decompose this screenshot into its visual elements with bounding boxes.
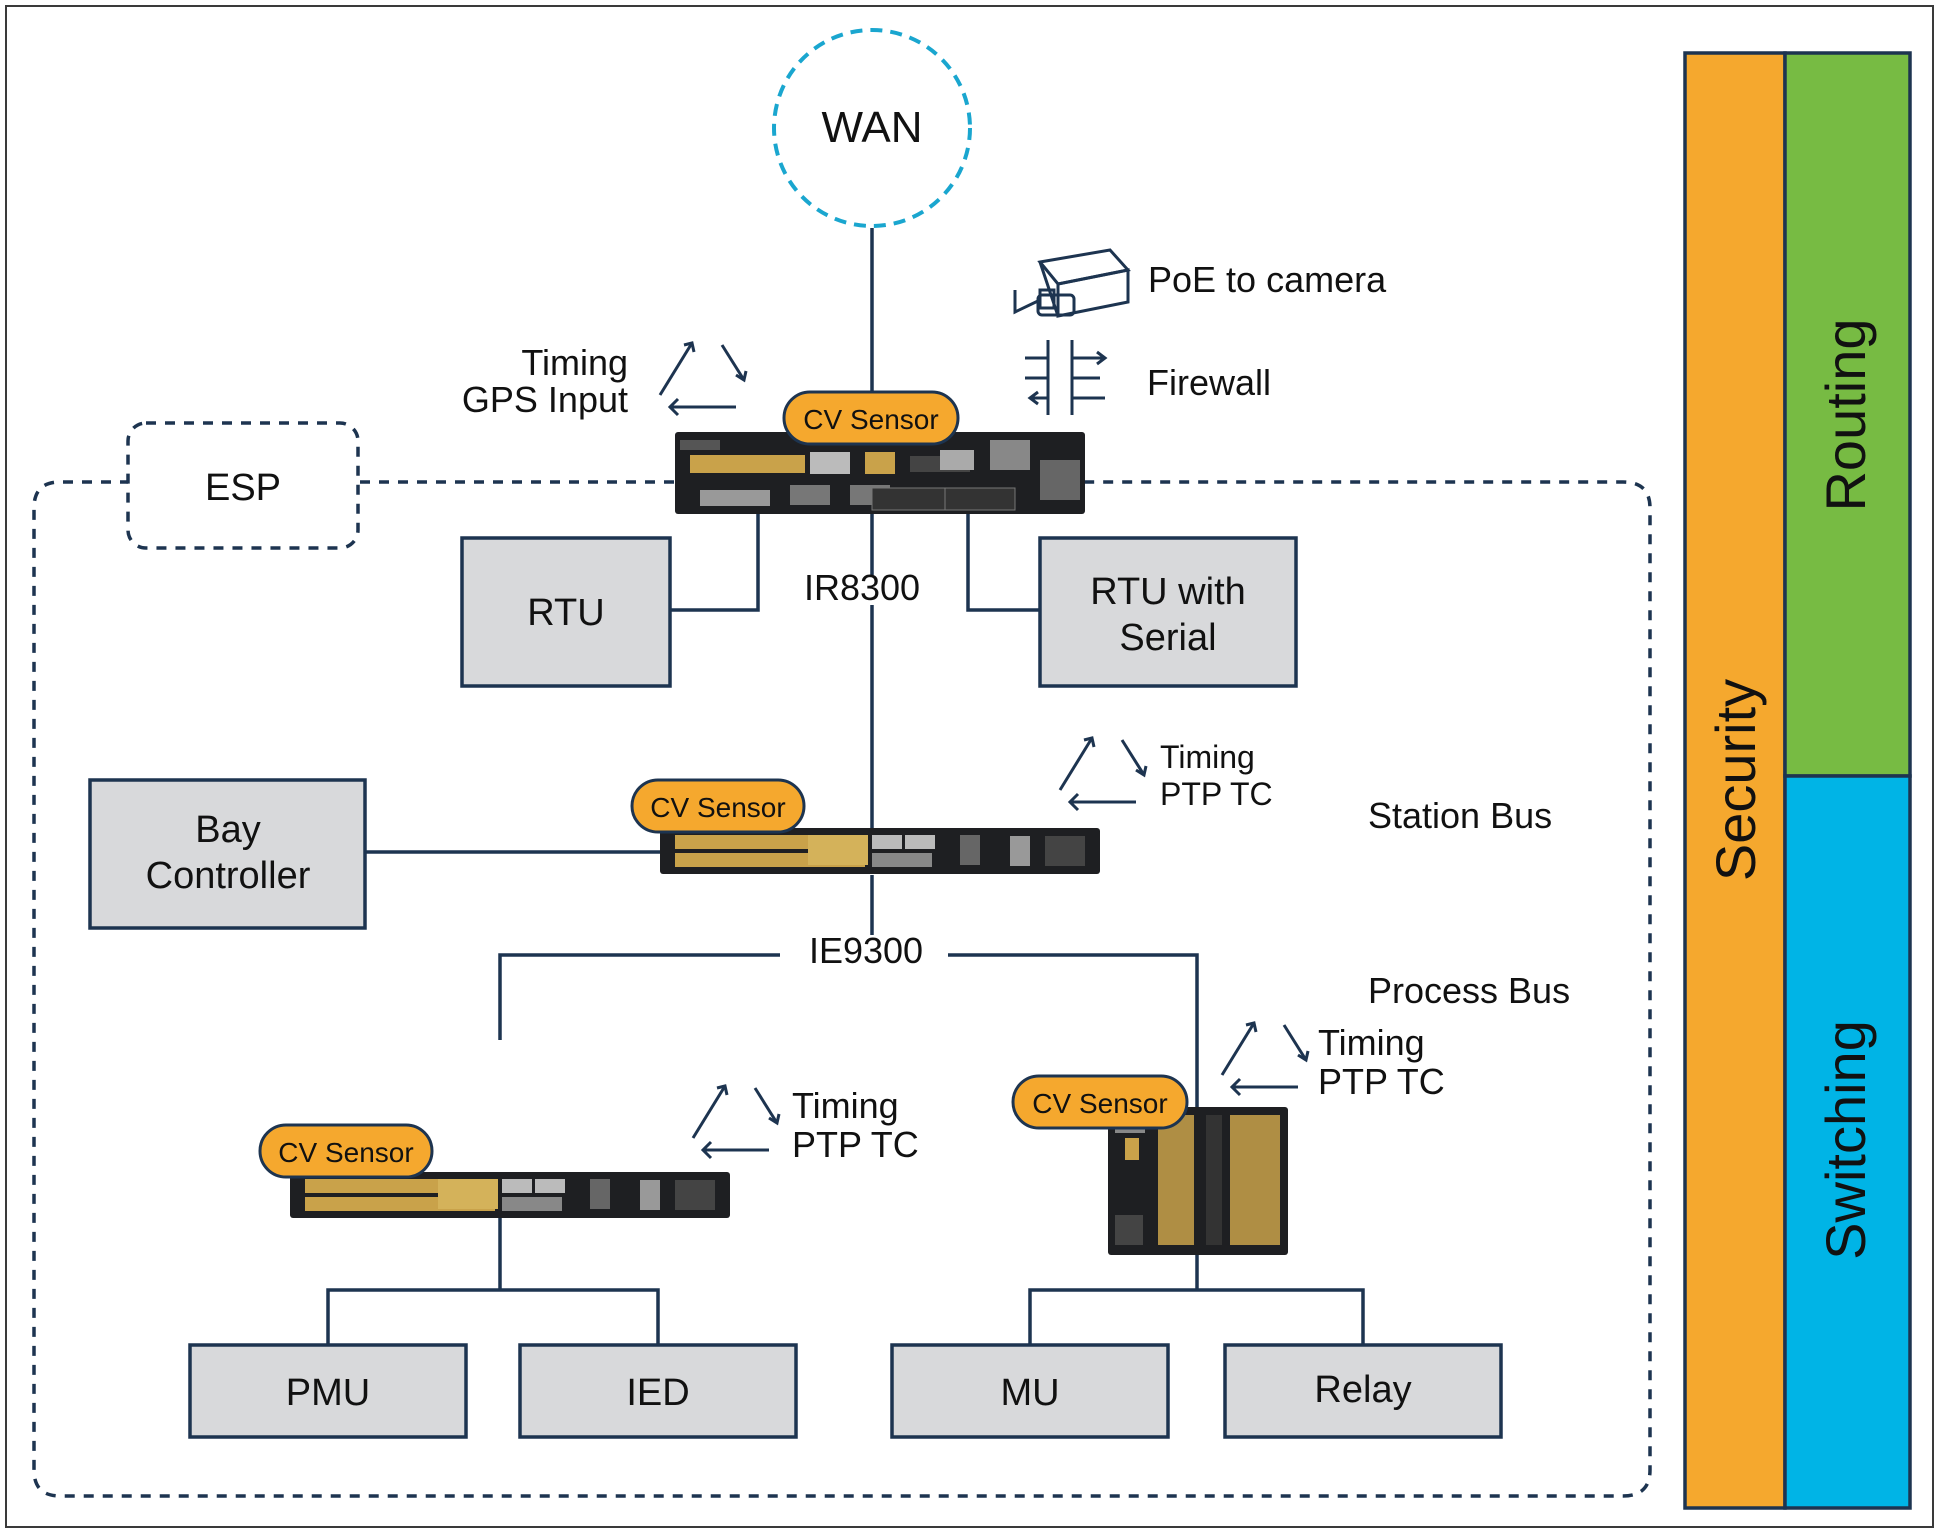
ir8300-label: IR8300 (804, 567, 920, 608)
ied-label: IED (626, 1372, 689, 1414)
switching-label: Switching (1814, 1020, 1877, 1260)
relay-box (1223, 1343, 1503, 1439)
timing-gps-line1: Timing (521, 342, 628, 383)
station-bus-label: Station Bus (1368, 795, 1552, 836)
relay-label: Relay (1314, 1369, 1411, 1411)
rtu-serial-box (1038, 536, 1298, 688)
timing-ptp-3-line1: Timing (1318, 1022, 1425, 1063)
cv-sensor-switch-top-label: CV Sensor (650, 792, 785, 823)
timing-gps-line2: GPS Input (462, 379, 628, 420)
cv-sensor-switch-right (1011, 1074, 1189, 1130)
pmu-box (188, 1343, 468, 1439)
wan-cloud (772, 28, 972, 228)
rtu-serial-line1: RTU with (1090, 571, 1246, 613)
cv-sensor-switch-left (258, 1123, 434, 1179)
switching-band (1783, 774, 1912, 1510)
ie3400-switch-right (1108, 1107, 1288, 1255)
esp-label: ESP (205, 467, 281, 509)
cv-sensor-router-label: CV Sensor (803, 404, 938, 435)
firewall-icon (1025, 340, 1108, 415)
rtu-label: RTU (527, 592, 604, 634)
esp-label-box (126, 421, 360, 550)
ie9300-label: IE9300 (809, 930, 923, 971)
cv-sensor-switch-top (630, 778, 806, 834)
timing-ptp-1-line1: Timing (1160, 739, 1255, 775)
process-bus-label: Process Bus (1368, 970, 1570, 1011)
cv-sensor-router (782, 390, 960, 446)
timing-ptp-2-line2: PTP TC (792, 1124, 919, 1165)
esp-boundary (32, 480, 1652, 1498)
routing-band (1783, 51, 1912, 778)
ied-box (518, 1343, 798, 1439)
rtu-serial-line2: Serial (1119, 617, 1216, 659)
timing-ptp-2-icon (691, 1084, 781, 1160)
rtu-box (460, 536, 672, 688)
security-label: Security (1704, 679, 1767, 881)
timing-ptp-3-line2: PTP TC (1318, 1061, 1445, 1102)
wan-label: WAN (821, 103, 922, 152)
bay-controller-line2: Controller (146, 855, 311, 897)
timing-ptp-1-line2: PTP TC (1160, 776, 1273, 812)
diagram-frame (5, 5, 1934, 1528)
cv-sensor-switch-left-label: CV Sensor (278, 1137, 413, 1168)
firewall-label: Firewall (1147, 362, 1271, 403)
mu-label: MU (1000, 1372, 1059, 1414)
bay-controller-line1: Bay (195, 809, 260, 851)
bay-controller-box (88, 778, 367, 930)
ie9300-switch-top (660, 828, 1100, 874)
mu-box (890, 1343, 1170, 1439)
security-band (1683, 51, 1787, 1510)
timing-gps-icon (658, 341, 748, 417)
timing-ptp-1-icon (1058, 736, 1148, 812)
poe-label: PoE to camera (1148, 259, 1387, 300)
pmu-label: PMU (286, 1372, 370, 1414)
connection-lines (326, 228, 1365, 1345)
routing-label: Routing (1814, 318, 1877, 511)
camera-icon (1013, 248, 1131, 318)
ie9300-switch-left (290, 1172, 730, 1218)
cv-sensor-switch-right-label: CV Sensor (1032, 1088, 1167, 1119)
timing-ptp-3-icon (1220, 1021, 1310, 1097)
timing-ptp-2-line1: Timing (792, 1085, 899, 1126)
ir8300-router (675, 432, 1085, 514)
